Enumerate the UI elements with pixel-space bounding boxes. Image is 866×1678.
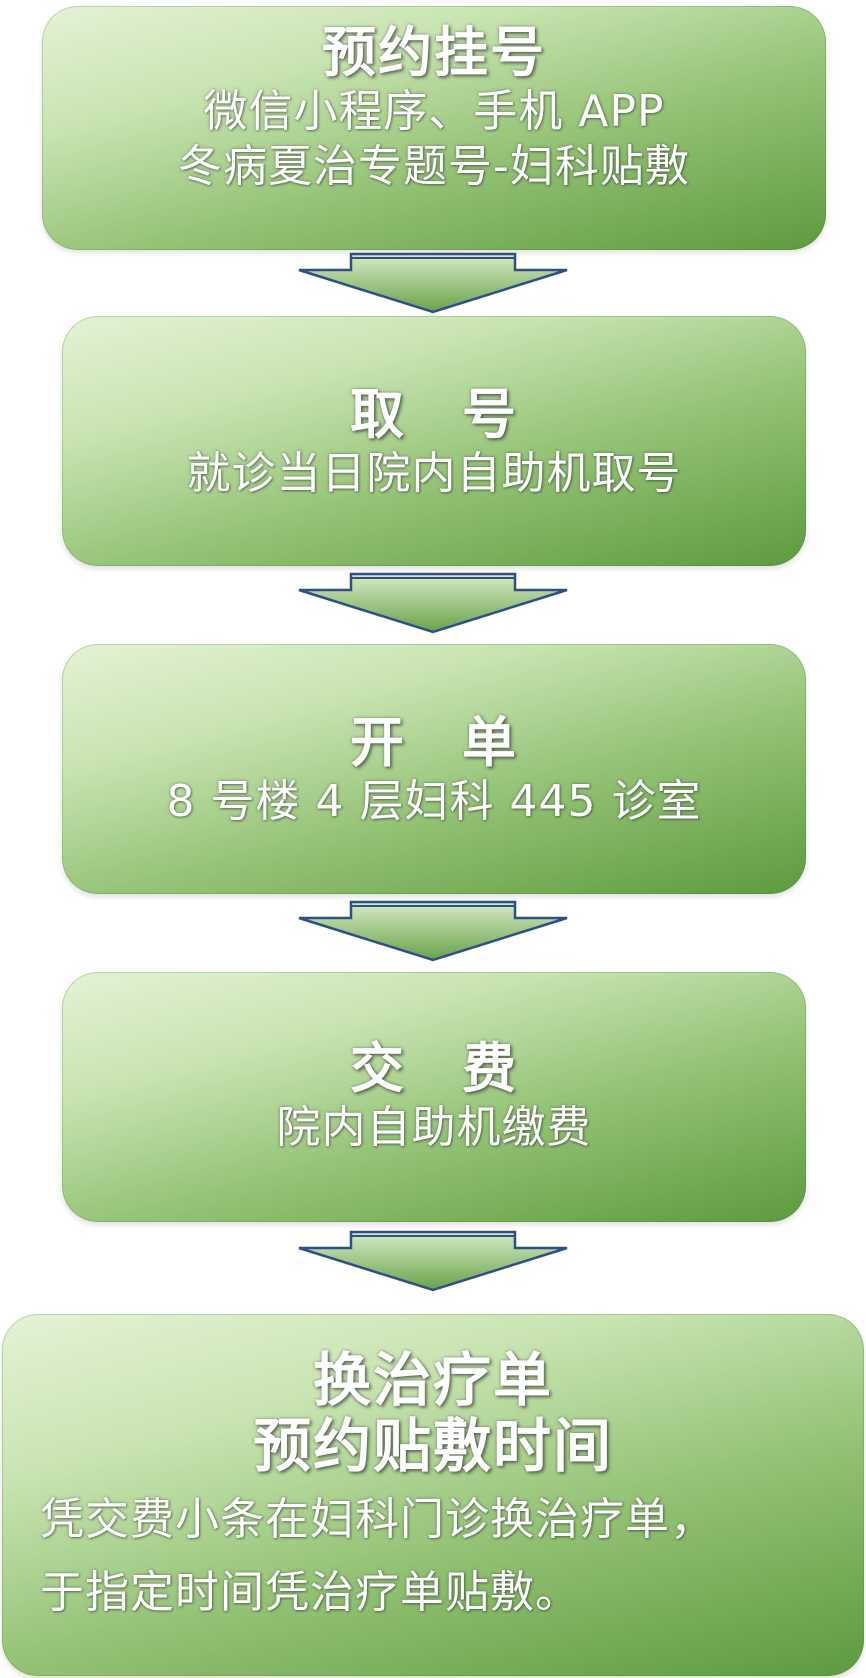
step-box-payment: 交 费 院内自助机缴费 — [62, 972, 806, 1222]
step-box-booking: 预约挂号 微信小程序、手机 APP 冬病夏治专题号-妇科贴敷 — [42, 6, 826, 250]
down-arrow-icon — [298, 1230, 568, 1292]
step-box-treatment-sheet: 换治疗单 预约贴敷时间 凭交费小条在妇科门诊换治疗单， 于指定时间凭治疗单贴敷。 — [2, 1314, 864, 1676]
down-arrow-icon — [298, 252, 568, 314]
step-title: 换治疗单 — [312, 1346, 553, 1414]
step-box-prescription: 开 单 8 号楼 4 层妇科 445 诊室 — [62, 644, 806, 894]
step-detail: 冬病夏治专题号-妇科贴敷 — [178, 141, 690, 193]
down-arrow-icon — [298, 572, 568, 634]
step-detail: 凭交费小条在妇科门诊换治疗单， — [40, 1494, 715, 1546]
step-title: 预约贴敷时间 — [252, 1411, 613, 1480]
step-detail: 微信小程序、手机 APP — [203, 86, 665, 138]
step-detail: 于指定时间凭治疗单贴敷。 — [40, 1567, 580, 1619]
step-box-get-number: 取 号 就诊当日院内自助机取号 — [62, 316, 806, 566]
step-detail: 就诊当日院内自助机取号 — [186, 448, 682, 500]
step-detail: 院内自助机缴费 — [276, 1102, 592, 1154]
step-title: 开 单 — [350, 711, 518, 774]
down-arrow-icon — [298, 900, 568, 962]
step-title: 取 号 — [350, 383, 518, 446]
step-detail: 8 号楼 4 层妇科 445 诊室 — [166, 776, 702, 828]
step-title: 交 费 — [350, 1037, 518, 1100]
step-title: 预约挂号 — [322, 21, 546, 84]
